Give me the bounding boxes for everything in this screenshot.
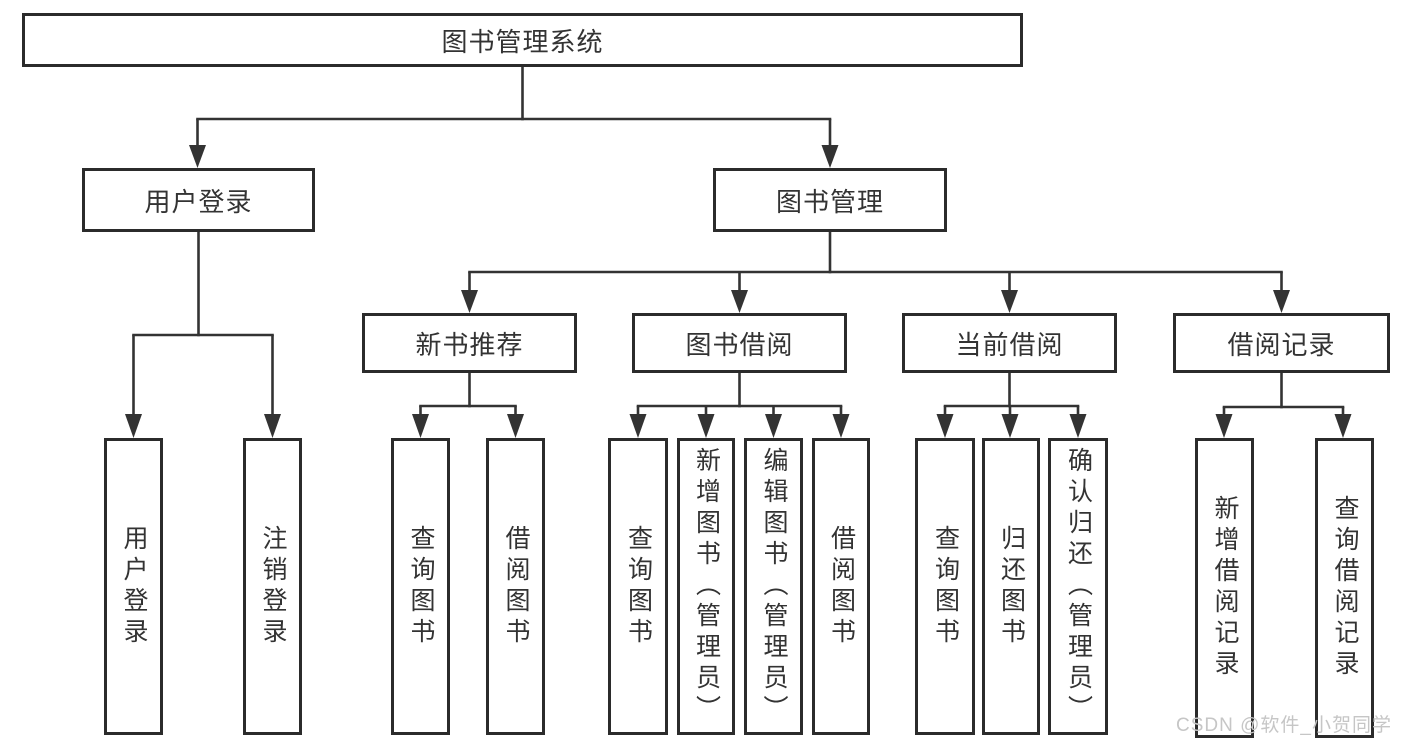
node-root-label: 图书管理系统 — [441, 26, 604, 57]
leaf-records-query-record-label: 查询借阅记录 — [1331, 495, 1359, 681]
leaf-records-query-record: 查询借阅记录 — [1315, 438, 1374, 738]
leaf-current-return-books: 归还图书 — [982, 438, 1040, 735]
leaf-borrow-add-books-admin: 新增图书（管理员） — [677, 438, 735, 735]
leaf-newbook-borrow-books-label: 借阅图书 — [502, 524, 530, 649]
node-new-book-recommend: 新书推荐 — [362, 313, 577, 373]
node-book-borrow: 图书借阅 — [632, 313, 847, 373]
node-user-login: 用户登录 — [82, 168, 315, 232]
node-current-borrow-label: 当前借阅 — [955, 329, 1064, 360]
leaf-current-return-books-label: 归还图书 — [997, 524, 1026, 649]
node-book-borrow-label: 图书借阅 — [685, 329, 794, 360]
leaf-current-confirm-return-admin-label: 确认归还（管理员） — [1064, 447, 1093, 726]
leaf-records-add-record: 新增借阅记录 — [1195, 438, 1254, 738]
leaf-borrow-borrow-books-label: 借阅图书 — [827, 524, 856, 649]
leaf-newbook-borrow-books: 借阅图书 — [486, 438, 545, 735]
csdn-watermark: CSDN @软件_小贺同学 — [1176, 715, 1392, 736]
leaf-current-confirm-return-admin: 确认归还（管理员） — [1048, 438, 1108, 735]
leaf-current-query-books: 查询图书 — [915, 438, 975, 735]
connector-current-borrow-to-leaves — [936, 372, 1087, 438]
leaf-borrow-add-books-admin-label: 新增图书（管理员） — [692, 447, 721, 726]
node-current-borrow: 当前借阅 — [902, 313, 1117, 373]
leaf-borrow-borrow-books: 借阅图书 — [812, 438, 870, 735]
node-new-book-recommend-label: 新书推荐 — [415, 329, 524, 360]
connector-book-borrow-to-leaves — [629, 372, 850, 438]
node-borrow-records: 借阅记录 — [1173, 313, 1390, 373]
node-user-login-label: 用户登录 — [144, 186, 253, 217]
leaf-borrow-query-books: 查询图书 — [608, 438, 668, 735]
node-book-management: 图书管理 — [713, 168, 947, 232]
leaf-newbook-query-books-label: 查询图书 — [407, 524, 435, 649]
leaf-records-add-record-label: 新增借阅记录 — [1211, 495, 1239, 681]
leaf-user-login: 用户登录 — [104, 438, 163, 735]
leaf-current-query-books-label: 查询图书 — [931, 524, 960, 649]
leaf-newbook-query-books: 查询图书 — [391, 438, 450, 735]
connector-borrow-records-to-leaves — [1215, 372, 1352, 438]
connector-new-book-to-leaves — [412, 372, 524, 438]
leaf-logout-label: 注销登录 — [259, 524, 287, 649]
leaf-borrow-edit-books-admin-label: 编辑图书（管理员） — [760, 447, 788, 726]
node-borrow-records-label: 借阅记录 — [1227, 329, 1336, 360]
leaf-user-login-label: 用户登录 — [120, 524, 148, 649]
leaf-logout: 注销登录 — [243, 438, 302, 735]
connector-book-management-to-level3 — [461, 231, 1290, 313]
leaf-borrow-query-books-label: 查询图书 — [624, 524, 653, 649]
connector-root-to-level2 — [189, 67, 839, 168]
node-root: 图书管理系统 — [22, 13, 1023, 67]
connector-user-login-to-leaves — [125, 231, 281, 438]
node-book-management-label: 图书管理 — [775, 186, 884, 217]
leaf-borrow-edit-books-admin: 编辑图书（管理员） — [744, 438, 803, 735]
